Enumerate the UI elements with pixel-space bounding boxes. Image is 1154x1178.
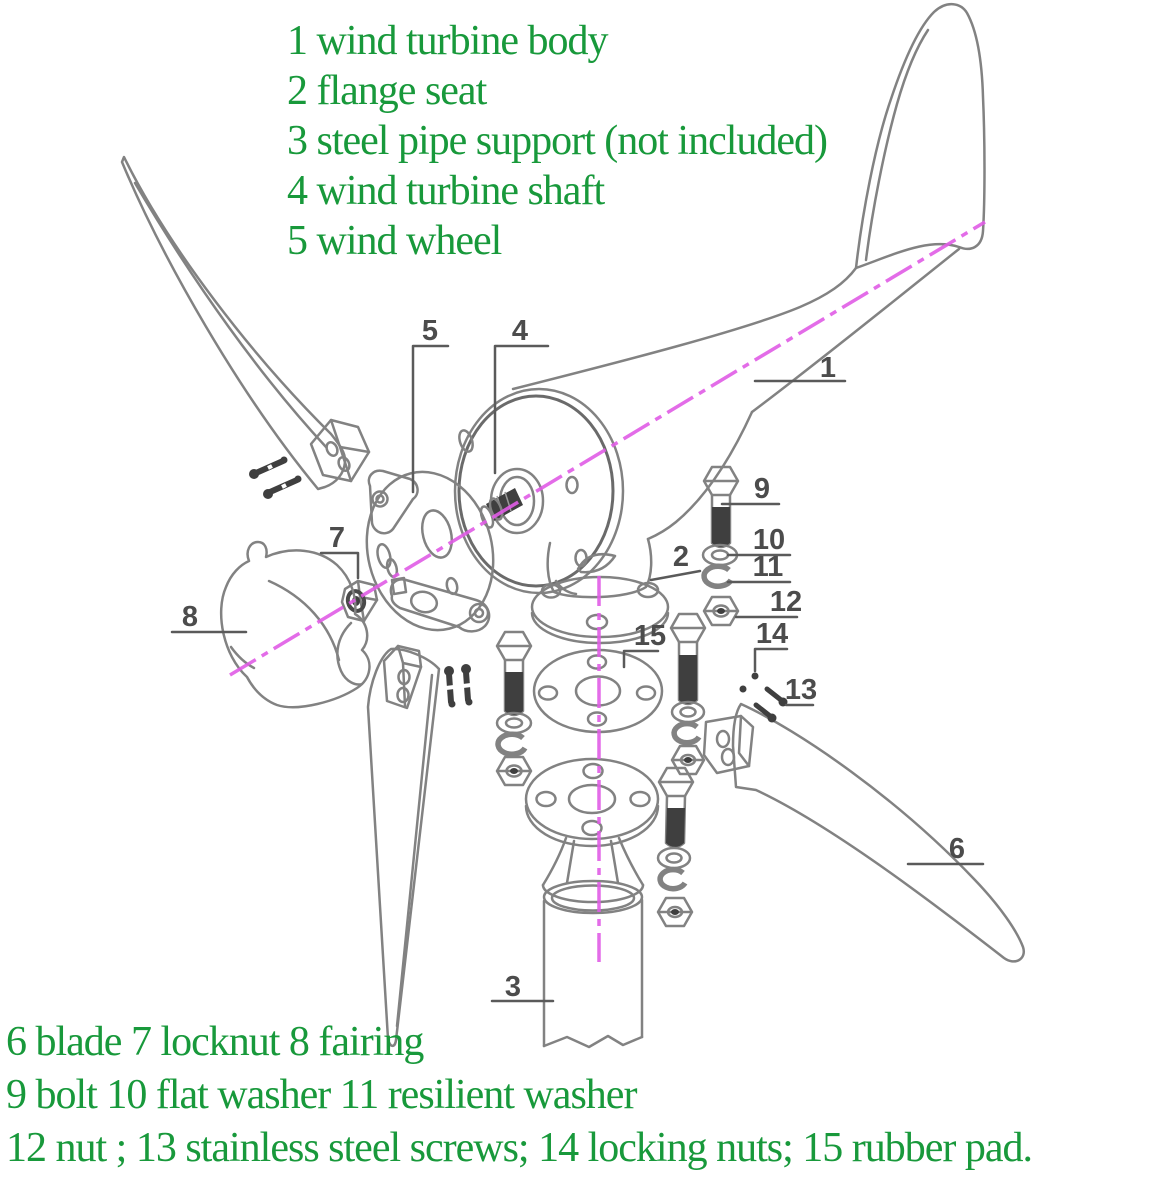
wind-wheel-hub bbox=[365, 469, 504, 633]
callout-12: 12 bbox=[770, 586, 802, 618]
legend-line-8: 12 nut ; 13 stainless steel screws; 14 l… bbox=[6, 1125, 1033, 1171]
flange-seat-lower bbox=[524, 757, 660, 904]
legend-line-2: 2 flange seat bbox=[287, 68, 487, 114]
callout-14: 14 bbox=[756, 618, 788, 650]
tail-fin bbox=[854, 3, 986, 270]
blade-bottom bbox=[366, 644, 473, 1048]
callout-15: 15 bbox=[634, 620, 666, 652]
callout-4: 4 bbox=[512, 315, 528, 347]
callout-8: 8 bbox=[182, 601, 198, 633]
bolt-washer-nut-stack-left bbox=[495, 630, 533, 787]
legend-top: 1 wind turbine body 2 flange seat 3 stee… bbox=[287, 16, 828, 266]
bolt-washer-nut-stack-right bbox=[669, 612, 707, 776]
shaft bbox=[486, 488, 523, 521]
steel-pipe-support bbox=[542, 879, 644, 1049]
callout-6: 6 bbox=[949, 833, 965, 865]
legend-line-3: 3 steel pipe support (not included) bbox=[287, 118, 828, 164]
callout-1: 1 bbox=[820, 352, 836, 384]
blade-screws-pair-2 bbox=[444, 664, 473, 708]
turbine-body-drawing bbox=[453, 3, 986, 599]
locknut bbox=[340, 579, 379, 623]
callout-13: 13 bbox=[785, 674, 817, 706]
centerlines bbox=[229, 220, 986, 962]
callouts: 1 2 3 4 5 6 7 8 9 10 11 12 13 14 15 bbox=[170, 315, 985, 1003]
fairing-nose-cone bbox=[219, 540, 371, 709]
callout-9: 9 bbox=[754, 473, 770, 505]
callout-3: 3 bbox=[505, 971, 521, 1003]
blade-screws-pair-1 bbox=[249, 456, 302, 499]
legend-line-7: 9 bolt 10 flat washer 11 resilient washe… bbox=[6, 1072, 637, 1118]
bolt-washer-nut-stack-top bbox=[701, 465, 740, 627]
callout-10: 10 bbox=[753, 524, 785, 556]
callout-7: 7 bbox=[329, 522, 345, 554]
centerline-main-axis bbox=[229, 220, 986, 677]
blade-upper-left bbox=[120, 155, 371, 499]
small-screws-and-locking-nuts bbox=[739, 672, 788, 723]
legend-line-6: 6 blade 7 locknut 8 fairing bbox=[6, 1019, 424, 1065]
callout-2: 2 bbox=[673, 541, 689, 573]
bolt-washer-nut-stack-bottom bbox=[656, 766, 695, 928]
legend-line-1: 1 wind turbine body bbox=[287, 18, 608, 64]
legend-line-5: 5 wind wheel bbox=[287, 218, 502, 264]
legend-line-4: 4 wind turbine shaft bbox=[287, 168, 605, 214]
legend-bottom: 6 blade 7 locknut 8 fairing 9 bolt 10 fl… bbox=[6, 1016, 1033, 1175]
callout-11: 11 bbox=[753, 551, 784, 583]
blade-right bbox=[702, 702, 1026, 963]
callout-5: 5 bbox=[422, 315, 438, 347]
